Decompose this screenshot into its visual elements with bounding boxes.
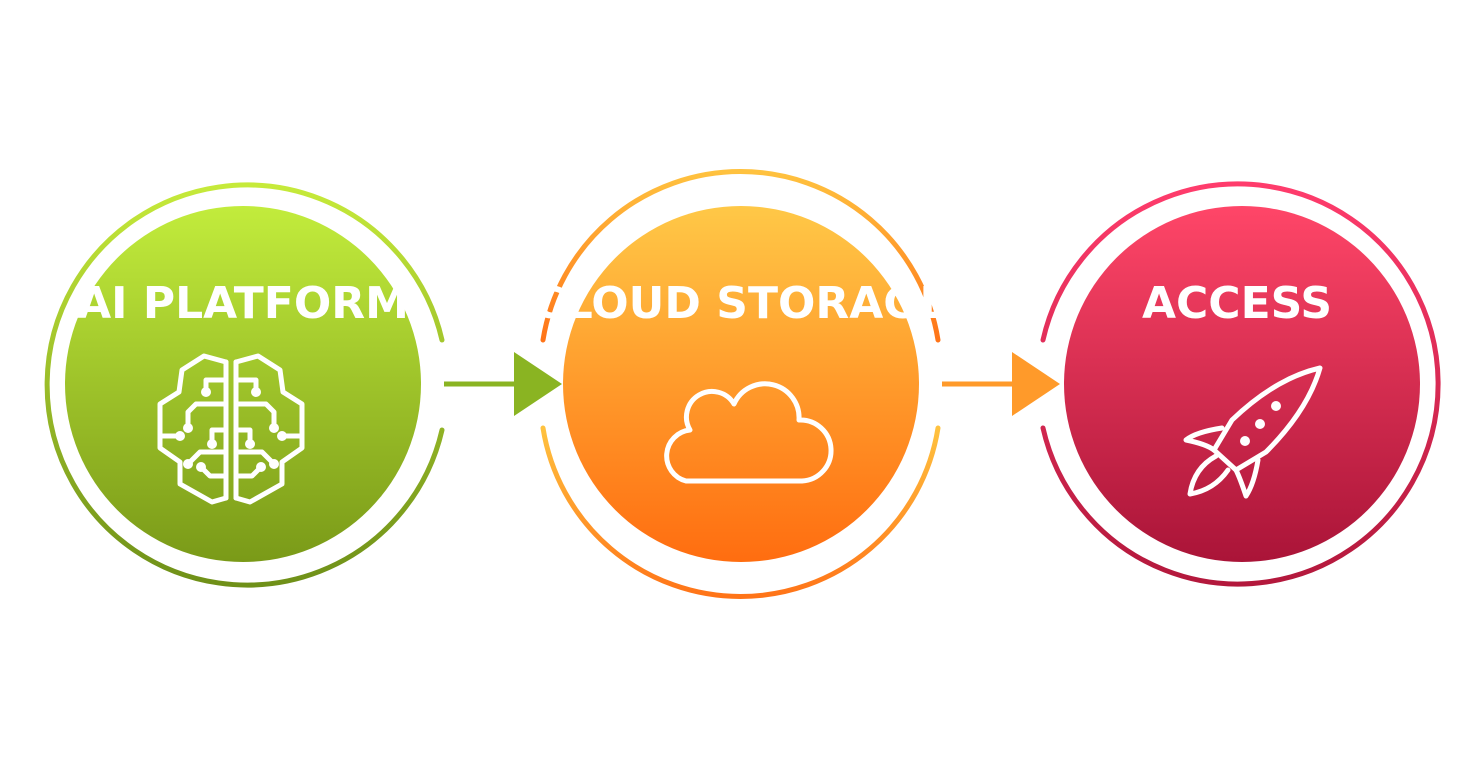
circuit-node-dots xyxy=(175,387,287,472)
connector-arrow-2 xyxy=(942,352,1060,416)
step-title: AI PLATFORM xyxy=(77,278,409,329)
step-ring-lower xyxy=(540,425,941,599)
rocket-icon xyxy=(1183,365,1323,499)
step-access: ACCESS xyxy=(1040,181,1441,587)
cloud-icon xyxy=(664,381,834,484)
rocket-window-dots xyxy=(1240,401,1281,446)
step-ring xyxy=(540,169,941,343)
step-ai-platform: AI PLATFORM xyxy=(44,182,445,588)
step-disc xyxy=(65,206,421,562)
step-disc xyxy=(563,206,919,562)
step-ring xyxy=(44,182,445,588)
step-title: ACCESS xyxy=(1142,278,1332,329)
arrow-right-icon xyxy=(1012,352,1060,416)
step-ring xyxy=(1040,181,1441,587)
step-cloud-storage: CLOUD STORAGE xyxy=(533,169,950,599)
arrow-right-icon xyxy=(514,352,562,416)
step-disc xyxy=(1064,206,1420,562)
connector-arrow-1 xyxy=(444,352,562,416)
brain-circuit-icon xyxy=(157,353,305,505)
step-title: CLOUD STORAGE xyxy=(533,278,950,329)
